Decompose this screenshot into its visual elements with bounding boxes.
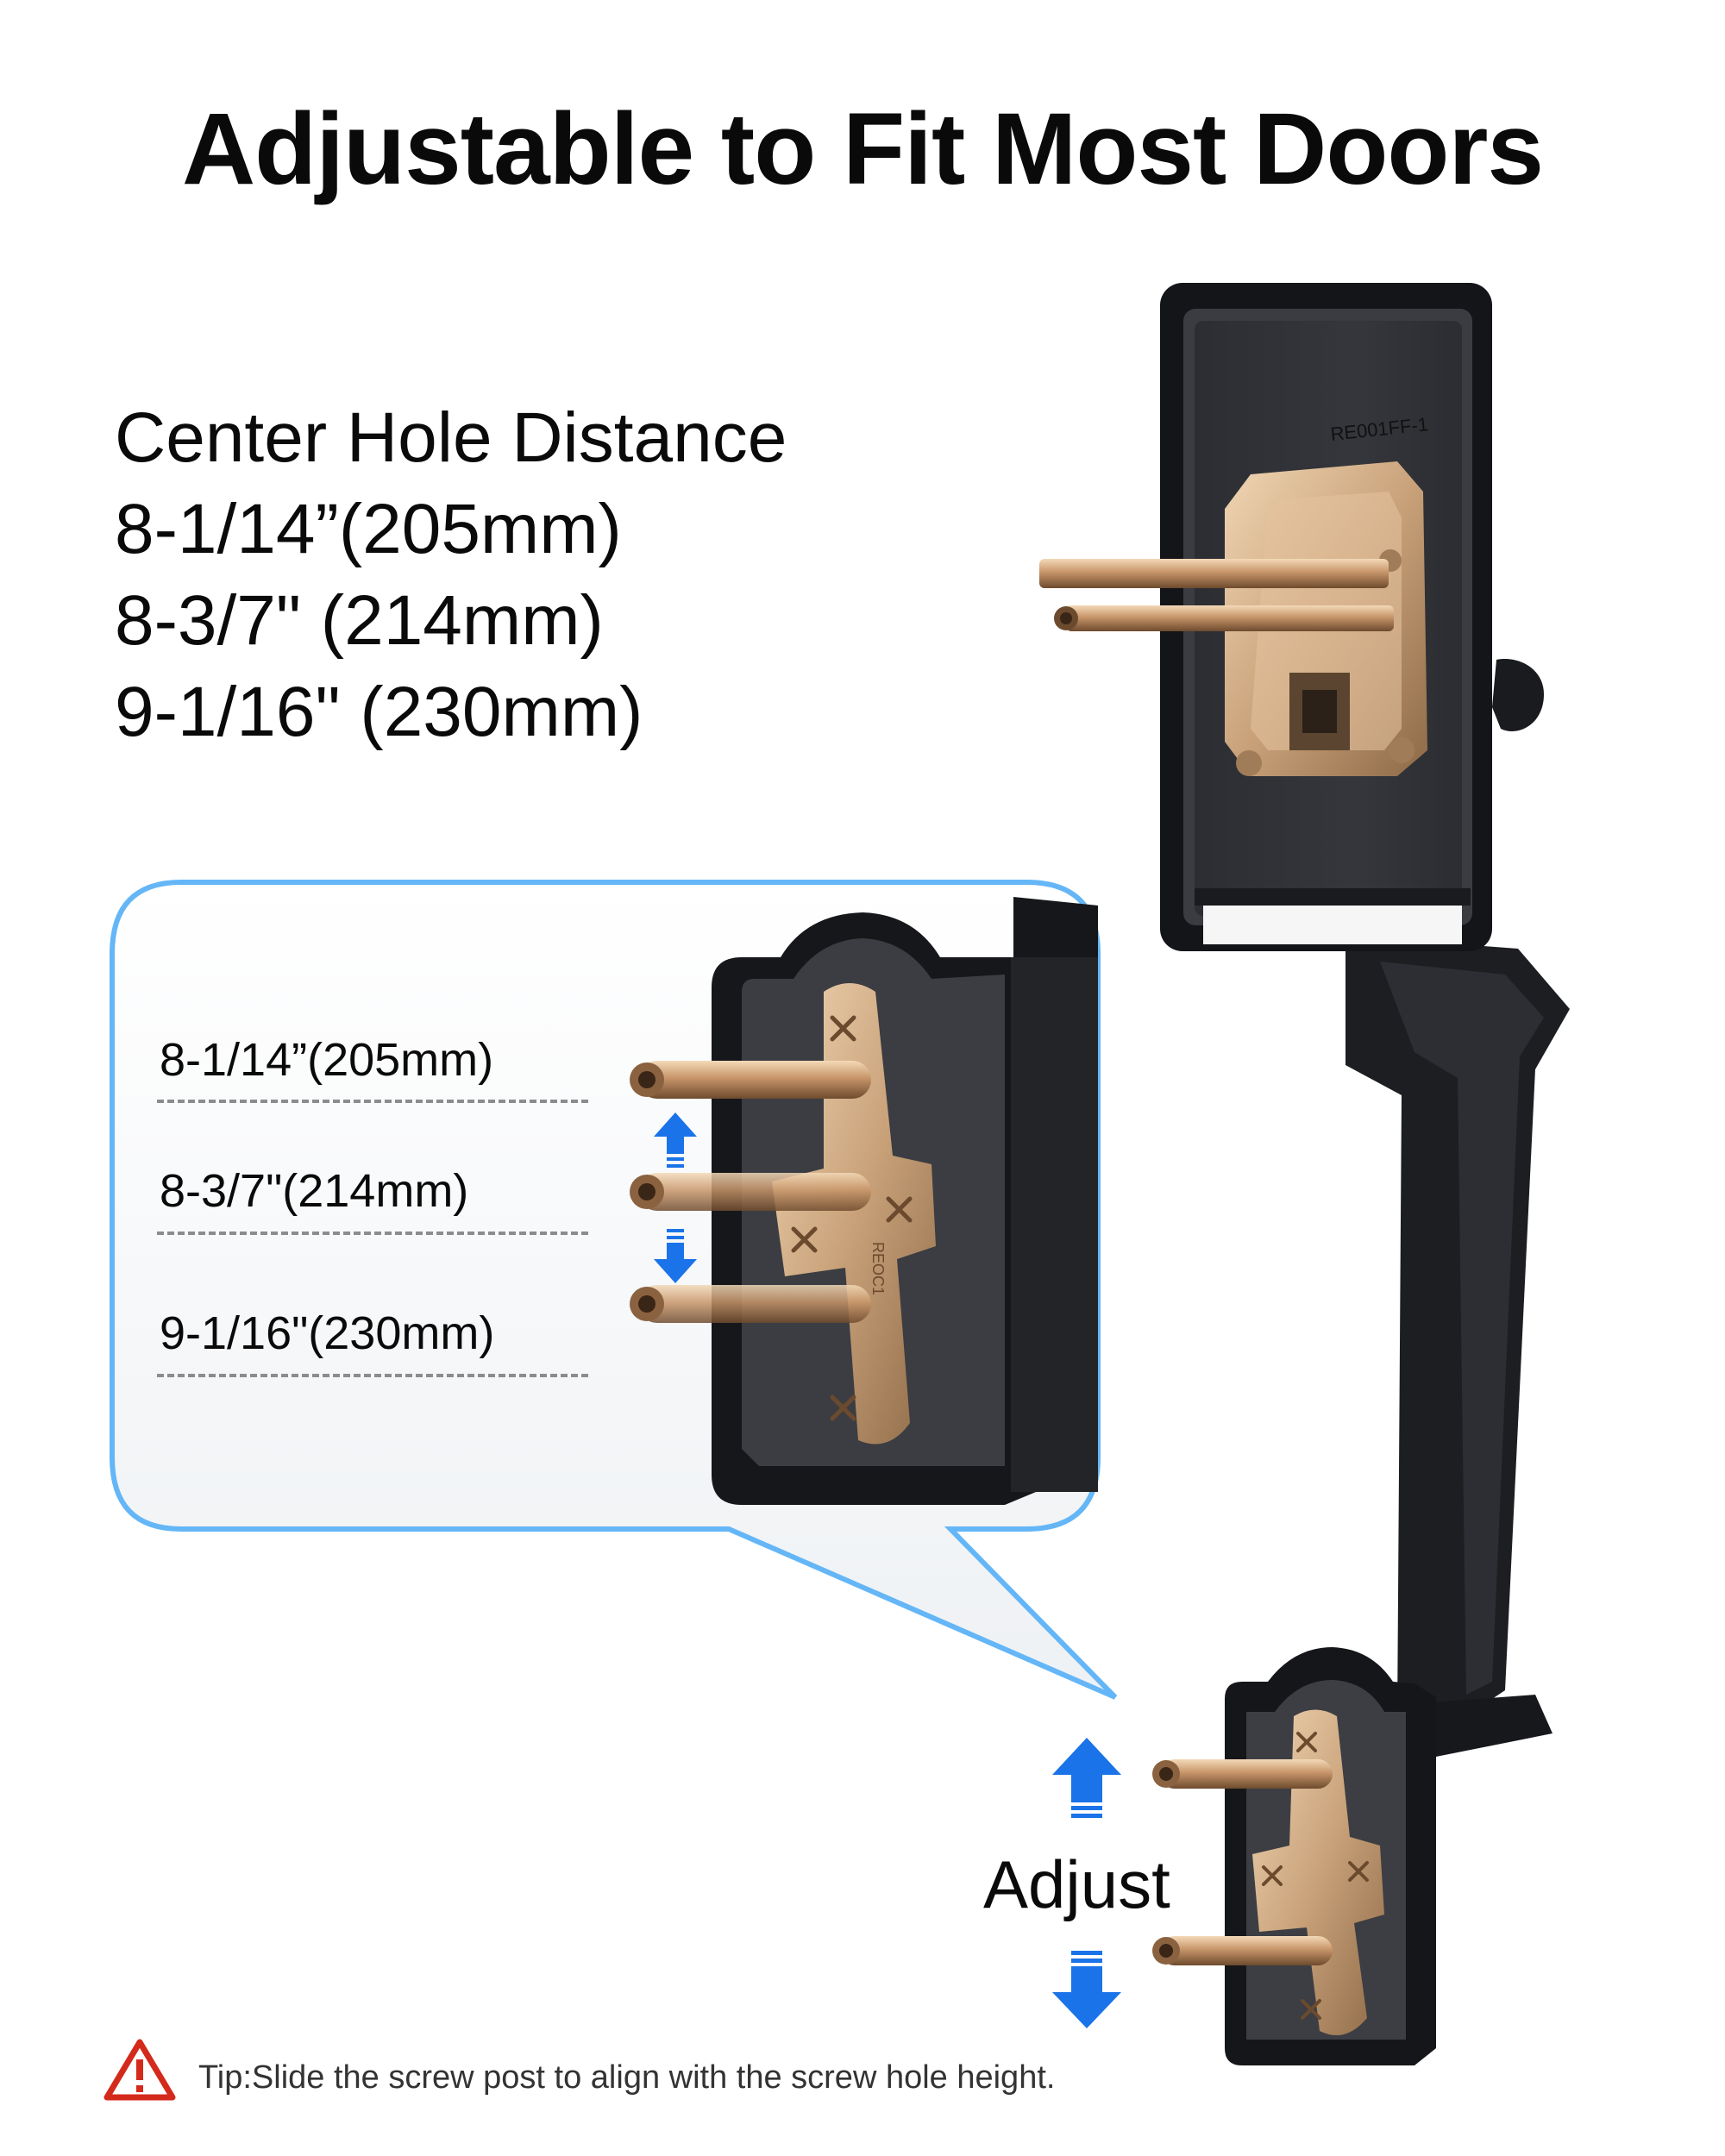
tip-text: Tip:Slide the screw post to align with t… — [198, 2059, 1056, 2096]
callout-guide-line — [157, 1100, 588, 1103]
callout-label-205mm: 8-1/14”(205mm) — [160, 1034, 494, 1086]
plate-mark: REOC1 — [869, 1242, 887, 1295]
adjust-label: Adjust — [983, 1846, 1170, 1922]
spec-line-230mm: 9-1/16" (230mm) — [115, 673, 643, 751]
callout-label-230mm: 9-1/16"(230mm) — [160, 1307, 495, 1359]
arrow-down-icon — [654, 1229, 697, 1283]
warning-triangle-icon — [104, 2039, 176, 2101]
thumb-lever — [1492, 659, 1544, 732]
callout-guide-line — [157, 1232, 588, 1235]
bottom-escutcheon — [1152, 1647, 1436, 2065]
page-title: Adjustable to Fit Most Doors — [181, 92, 1544, 206]
arrow-up-icon — [654, 1112, 697, 1168]
zoomed-plate: REOC1 — [630, 897, 1098, 1505]
center-hole-heading: Center Hole Distance — [115, 398, 787, 477]
spec-line-205mm: 8-1/14”(205mm) — [115, 490, 622, 568]
callout-label-214mm: 8-3/7"(214mm) — [160, 1165, 469, 1217]
spec-line-214mm: 8-3/7" (214mm) — [115, 581, 604, 660]
callout-guide-line — [157, 1374, 588, 1377]
handle-grip — [1346, 936, 1570, 1768]
arrow-up-icon — [1052, 1738, 1121, 1818]
top-escutcheon: RE001FF-1 — [1039, 283, 1492, 951]
arrow-down-icon — [1052, 1951, 1121, 2028]
